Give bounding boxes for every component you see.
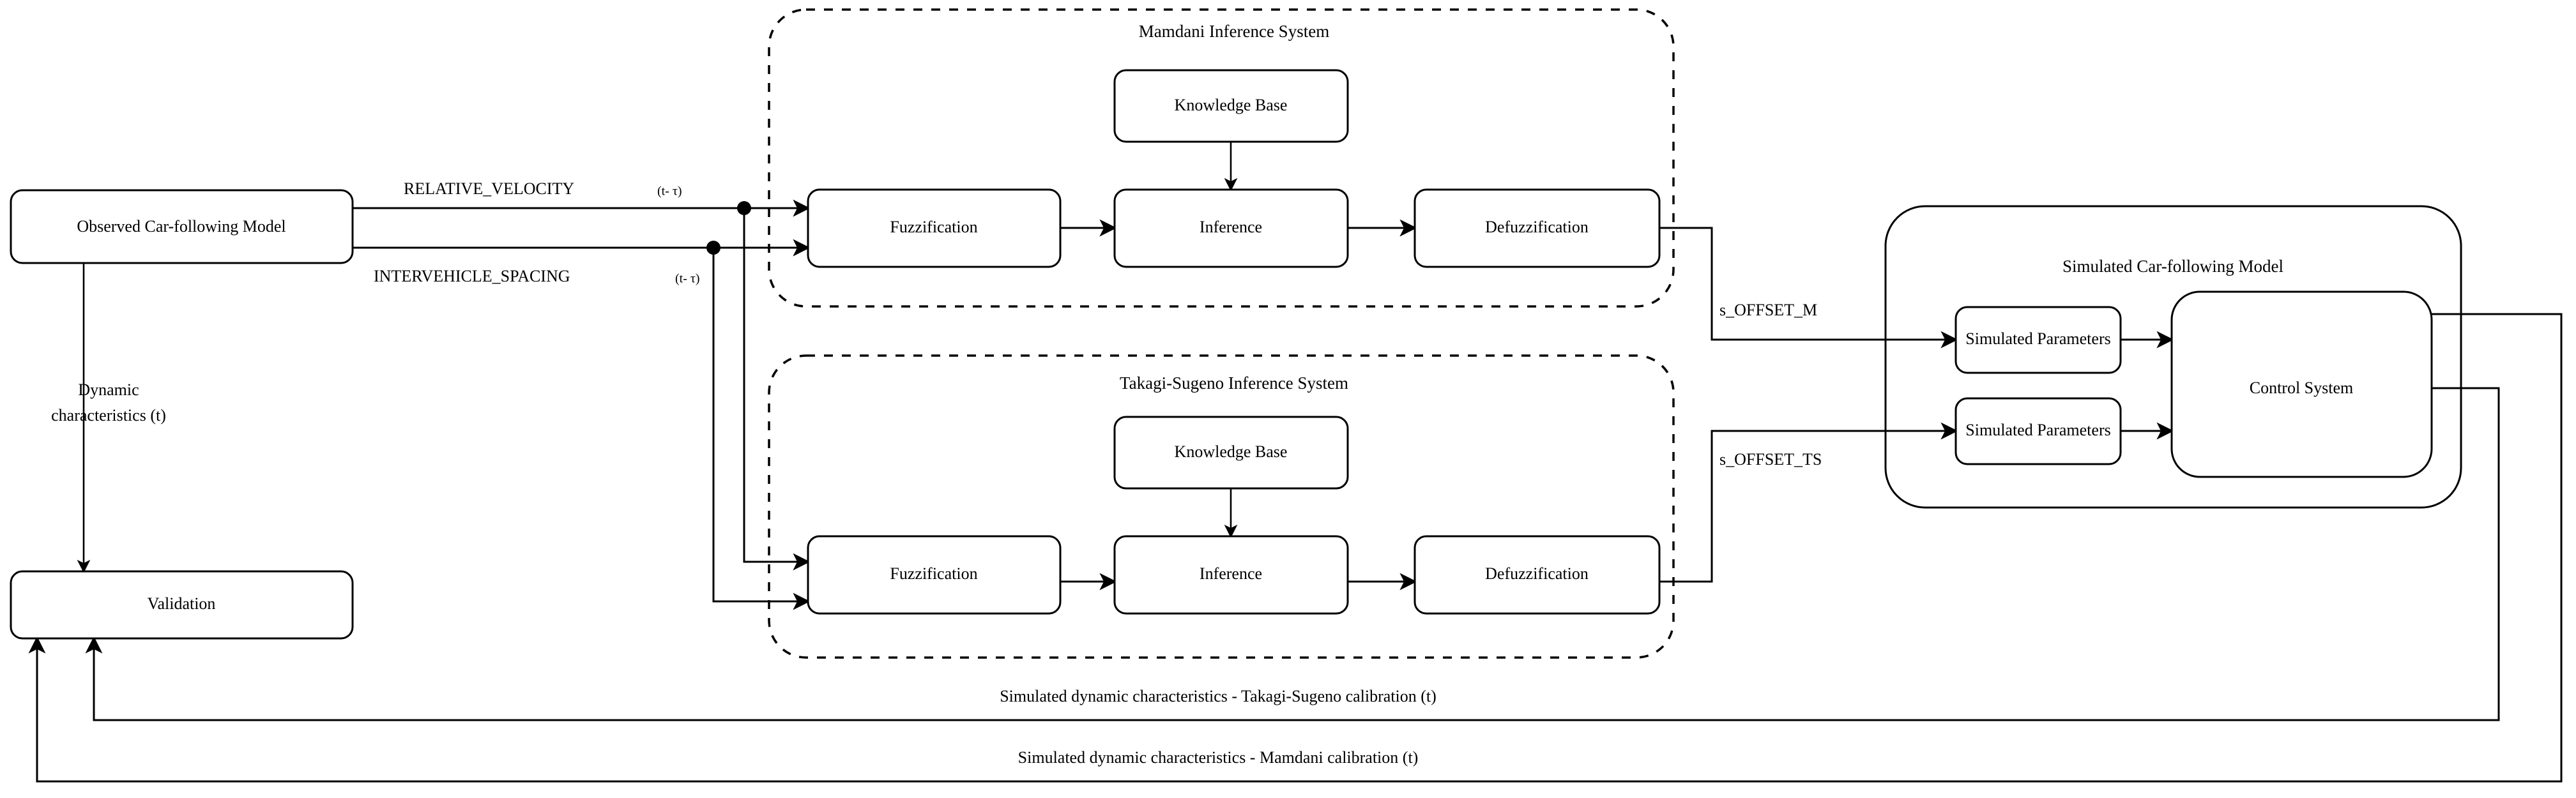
wire-s-offset-ts [1659, 422, 1958, 583]
simulated-parameters-ts-label: Simulated Parameters [1965, 421, 2110, 439]
node-mamdani-fuzzification[interactable]: Fuzzification [807, 188, 1062, 268]
simulated-parameters-ts-box[interactable] [1955, 397, 2122, 465]
node-mamdani-inference[interactable]: Inference [1113, 188, 1349, 268]
dynamic-characteristics-line-2: characteristics (t) [51, 406, 166, 425]
mamdani-defuzzification-label: Defuzzification [1485, 218, 1589, 236]
edge-label-dynamic-characteristics: Dynamic characteristics (t) [51, 380, 166, 425]
simulated-parameters-m-label: Simulated Parameters [1965, 329, 2110, 348]
relative-velocity-main: RELATIVE_VELOCITY [404, 179, 574, 198]
ts-fuzzification-box[interactable] [807, 535, 1062, 615]
mamdani-defuzzification-box[interactable] [1414, 188, 1661, 268]
junction-dot-intervehicle-spacing [706, 241, 720, 255]
node-validation[interactable]: Validation [10, 570, 354, 640]
node-control-system[interactable]: Control System [2170, 290, 2433, 478]
control-system-label: Control System [2250, 379, 2354, 397]
takagi-sugeno-inference-group [768, 354, 1675, 659]
edge-label-intervehicle-spacing: INTERVEHICLE_SPACING (t- τ) [374, 267, 700, 286]
ts-fuzzification-label: Fuzzification [890, 564, 977, 583]
ts-kb-label: Knowledge Base [1175, 442, 1288, 461]
wire-feedback-takagi-sugeno [85, 387, 2500, 721]
ts-inference-box[interactable] [1113, 535, 1349, 615]
edge-label-feedback-mamdani: Simulated dynamic characteristics - Mamd… [1018, 748, 1419, 767]
validation-box[interactable] [10, 570, 354, 640]
node-observed-car-following-model[interactable]: Observed Car-following Model [10, 189, 354, 264]
simulated-car-following-model-group [1884, 205, 2462, 509]
intervehicle-spacing-suffix: (t- τ) [675, 272, 700, 286]
ts-defuzzification-label: Defuzzification [1485, 564, 1589, 583]
mamdani-inference-label: Inference [1200, 218, 1262, 236]
mamdani-kb-label: Knowledge Base [1175, 96, 1288, 114]
mamdani-fuzzification-box[interactable] [807, 188, 1062, 268]
edge-label-s-offset-ts: s_OFFSET_TS [1719, 450, 1822, 469]
junction-dot-relative-velocity [737, 201, 751, 215]
observed-model-box[interactable] [10, 189, 354, 264]
mamdani-inference-box[interactable] [1113, 188, 1349, 268]
edge-label-relative-velocity: RELATIVE_VELOCITY (t- τ) [404, 179, 682, 199]
wire-relative-velocity-to-ts [743, 208, 811, 571]
control-system-box[interactable] [2170, 290, 2433, 478]
mamdani-fuzzification-label: Fuzzification [890, 218, 977, 236]
validation-label: Validation [148, 594, 216, 613]
node-mamdani-defuzzification[interactable]: Defuzzification [1414, 188, 1661, 268]
simulated-model-title: Simulated Car-following Model [2062, 257, 2283, 276]
wire-intervehicle-spacing-to-ts [712, 248, 811, 610]
relative-velocity-suffix: (t- τ) [657, 184, 682, 199]
edge-label-feedback-takagi-sugeno: Simulated dynamic characteristics - Taka… [1000, 687, 1437, 705]
observed-model-label: Observed Car-following Model [77, 217, 286, 236]
edge-label-s-offset-m: s_OFFSET_M [1719, 301, 1817, 319]
ts-defuzzification-box[interactable] [1414, 535, 1661, 615]
node-takagi-sugeno-knowledge-base[interactable]: Knowledge Base [1113, 416, 1349, 490]
node-takagi-sugeno-fuzzification[interactable]: Fuzzification [807, 535, 1062, 615]
mamdani-inference-group [768, 8, 1675, 308]
wire-feedback-mamdani [28, 313, 2563, 783]
takagi-sugeno-group-title: Takagi-Sugeno Inference System [1120, 373, 1348, 393]
node-simulated-parameters-takagi-sugeno[interactable]: Simulated Parameters [1955, 397, 2122, 465]
node-takagi-sugeno-inference[interactable]: Inference [1113, 535, 1349, 615]
ts-kb-box[interactable] [1113, 416, 1349, 490]
mamdani-kb-box[interactable] [1113, 69, 1349, 143]
intervehicle-spacing-main: INTERVEHICLE_SPACING [374, 267, 570, 285]
dynamic-characteristics-line-1: Dynamic [78, 380, 139, 399]
node-simulated-parameters-mamdani[interactable]: Simulated Parameters [1955, 306, 2122, 374]
simulated-parameters-m-box[interactable] [1955, 306, 2122, 374]
ts-inference-label: Inference [1200, 564, 1262, 583]
mamdani-group-title: Mamdani Inference System [1139, 22, 1329, 41]
node-takagi-sugeno-defuzzification[interactable]: Defuzzification [1414, 535, 1661, 615]
wire-s-offset-m [1659, 227, 1958, 349]
node-mamdani-knowledge-base[interactable]: Knowledge Base [1113, 69, 1349, 143]
